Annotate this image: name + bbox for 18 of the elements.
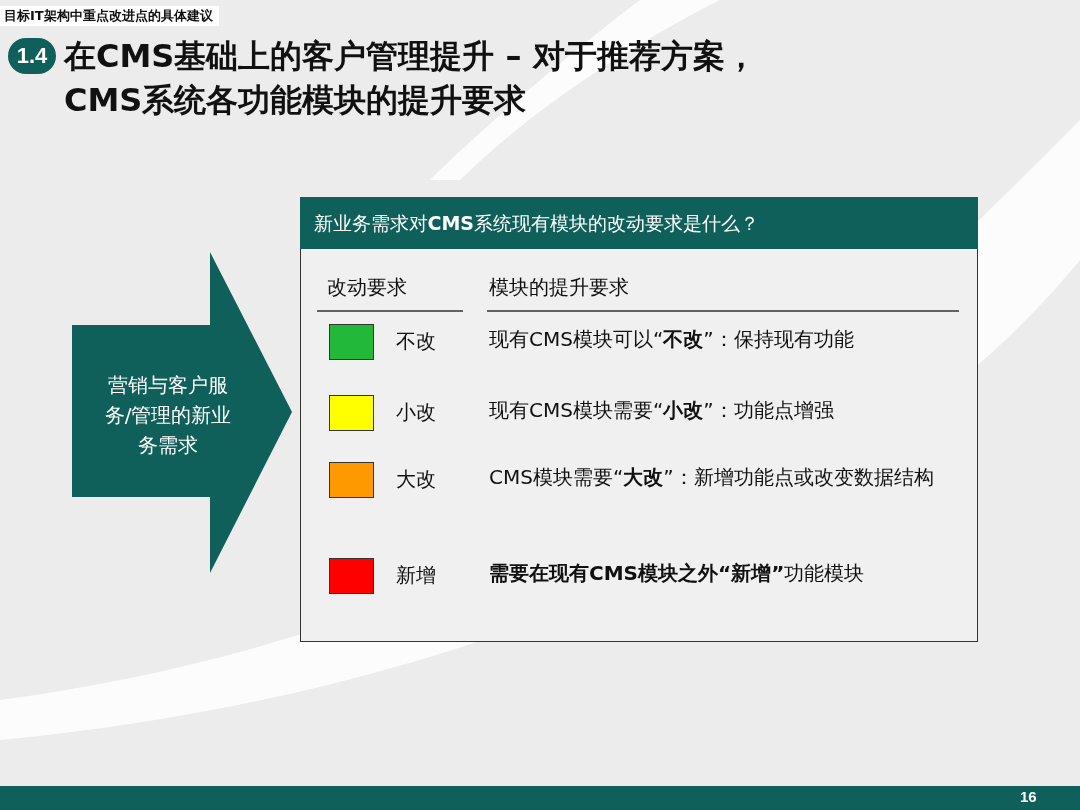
requirement-description: CMS模块需要“大改”：新增功能点或改变数据结构 xyxy=(489,464,935,491)
legend-label: 不改 xyxy=(396,328,436,355)
column-header: 模块的提升要求 xyxy=(489,274,630,301)
legend-label: 新增 xyxy=(396,562,436,589)
page-number: 16 xyxy=(1020,788,1037,805)
requirement-description: 现有CMS模块需要“小改”：功能点增强 xyxy=(489,397,835,424)
requirement-description: 需要在现有CMS模块之外“新增”功能模块 xyxy=(489,560,866,587)
column-header: 改动要求 xyxy=(327,274,408,301)
legend-label: 小改 xyxy=(396,399,436,426)
slide-title: 在CMS基础上的客户管理提升 – 对于推荐方案，CMS系统各功能模块的提升要求 xyxy=(64,36,758,121)
arrow-text: 营销与客户服务/管理的新业务需求 xyxy=(103,372,233,459)
section-number-badge: 1.4 xyxy=(8,38,56,74)
table-panel xyxy=(300,197,978,642)
panel-heading: 新业务需求对CMS系统现有模块的改动要求是什么？ xyxy=(299,196,978,249)
arrow-shape xyxy=(72,252,292,573)
breadcrumb: 目标IT架构中重点改进点的具体建议 xyxy=(0,6,219,26)
requirement-description: 现有CMS模块可以“不改”：保持现有功能 xyxy=(489,326,855,353)
legend-label: 大改 xyxy=(396,466,436,493)
